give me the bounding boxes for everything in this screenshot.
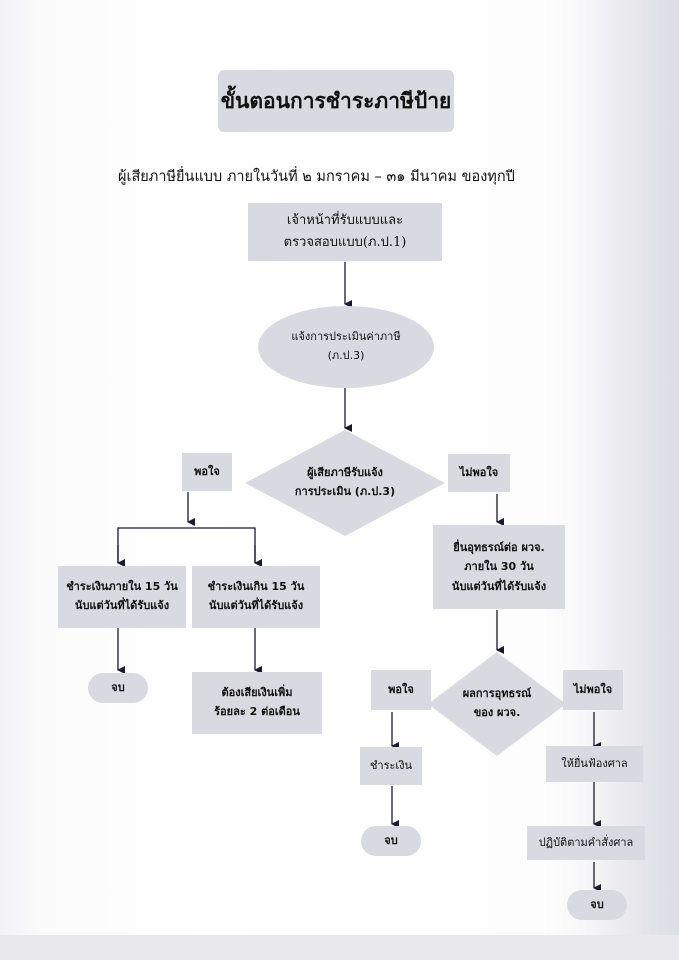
step-pay-over-15-days: ชำระเงินเกิน 15 วัน นับแต่วันที่ได้รับแจ… bbox=[192, 566, 320, 628]
label-satisfied-2: พอใจ bbox=[371, 670, 431, 710]
page-title: ขั้นตอนการชำระภาษีป้าย bbox=[218, 70, 454, 132]
end-terminal-2: จบ bbox=[361, 826, 421, 856]
decision-appeal-result: ผลการอุทธรณ์ ของ ผวจ. bbox=[462, 687, 532, 719]
step-appeal: ยื่นอุทธรณ์ต่อ ผวจ. ภายใน 30 วัน นับแต่ว… bbox=[433, 525, 565, 609]
label-satisfied: พอใจ bbox=[182, 453, 232, 491]
label-not-satisfied: ไม่พอใจ bbox=[448, 454, 510, 492]
branch-left-split bbox=[117, 527, 256, 563]
page-subtitle: ผู้เสียภาษียื่นแบบ ภายในวันที่ ๒ มกราคม … bbox=[118, 169, 515, 185]
scan-shadow-bottom bbox=[0, 935, 679, 960]
decision-accept-assessment: ผู้เสียภาษีรับแจ้ง การประเมิน (ภ.ป.3) bbox=[294, 466, 396, 498]
step-penalty: ต้องเสียเงินเพิ่ม ร้อยละ 2 ต่อเดือน bbox=[192, 672, 322, 734]
step-notify-assessment: แจ้งการประเมินค่าภาษี (ภ.ป.3) bbox=[258, 306, 434, 388]
step-pay: ชำระเงิน bbox=[360, 747, 422, 785]
step-comply-court-order: ปฏิบัติตามคำสั่งศาล bbox=[527, 826, 645, 860]
decision-diamond-2 bbox=[428, 652, 566, 756]
decision-diamond-1 bbox=[245, 430, 445, 536]
step-receive-form: เจ้าหน้าที่รับแบบและ ตรวจสอบแบบ(ภ.ป.1) bbox=[248, 203, 442, 261]
end-terminal-1: จบ bbox=[88, 673, 148, 703]
step-file-lawsuit: ให้ยื่นฟ้องศาล bbox=[546, 746, 643, 782]
end-terminal-3: จบ bbox=[567, 890, 627, 920]
scan-shadow-right bbox=[585, 0, 679, 960]
step-pay-within-15-days: ชำระเงินภายใน 15 วัน นับแต่วันที่ได้รับแ… bbox=[58, 566, 186, 628]
label-not-satisfied-2: ไม่พอใจ bbox=[563, 670, 623, 710]
